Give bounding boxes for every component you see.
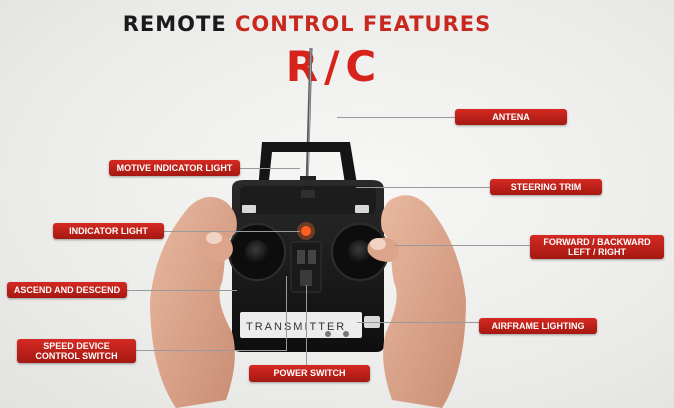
page-title: REMOTE CONTROL FEATURES xyxy=(0,12,674,36)
speed-device-line2-text: CONTROL SWITCH xyxy=(35,351,118,361)
indicator-light xyxy=(301,226,311,236)
speed-device-vline xyxy=(286,276,287,351)
speed-device-line1-text: SPEED DEVICE xyxy=(43,340,110,351)
airframe-line xyxy=(357,322,479,323)
steering-trim-line xyxy=(356,187,490,188)
right-hand xyxy=(381,195,466,408)
title-part1: REMOTE xyxy=(122,12,227,36)
left-trim-switch xyxy=(242,205,256,213)
motive-indicator-line xyxy=(240,168,300,169)
antena-line xyxy=(337,117,455,118)
indicator-light-line xyxy=(164,231,300,232)
transmitter-text: TRANSMITTER xyxy=(246,321,346,333)
label-forward-backward: FORWARD / BACKWARD LEFT / RIGHT xyxy=(530,235,664,259)
right-trim-switch xyxy=(355,205,369,213)
label-ascend-and-descend: ASCEND AND DESCEND xyxy=(7,282,127,298)
speed-device-line xyxy=(136,350,286,351)
label-indicator-light: INDICATOR LIGHT xyxy=(53,223,164,239)
title-part2: CONTROL FEATURES xyxy=(235,12,492,36)
forward-backward-line2: LEFT / RIGHT xyxy=(568,247,626,257)
label-steering-trim: STEERING TRIM xyxy=(490,179,602,195)
forward-backward-line xyxy=(395,245,530,246)
subtitle-text: R/C xyxy=(285,42,383,91)
label-antena: ANTENA xyxy=(455,109,567,125)
label-airframe-lighting: AIRFRAME LIGHTING xyxy=(479,318,597,334)
label-motive-indicator-light: MOTIVE INDICATOR LIGHT xyxy=(109,160,240,176)
label-speed-device-control-switch: SPEED DEVICE CONTROL SWITCH xyxy=(17,339,136,363)
ascend-descend-line xyxy=(127,290,237,291)
page-subtitle: R/C xyxy=(0,42,674,91)
forward-backward-line1: FORWARD / BACKWARD xyxy=(543,236,651,247)
label-power-switch: POWER SWITCH xyxy=(249,365,370,382)
transmitter-plate xyxy=(240,312,362,338)
power-switch-vline xyxy=(306,285,307,365)
